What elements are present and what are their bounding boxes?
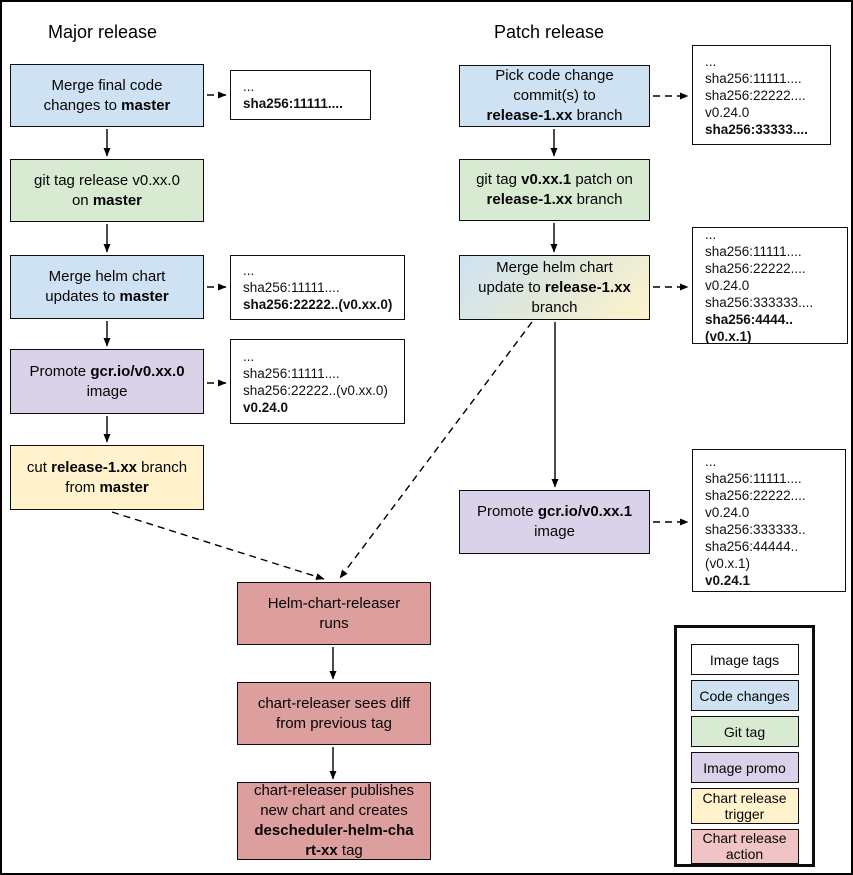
- image-tags-note-a2: ...sha256:11111....sha256:22222..(v0.xx.…: [230, 255, 405, 320]
- legend-item-git-tag: Git tag: [690, 716, 799, 747]
- note-lines: ...sha256:11111....sha256:22222....v0.24…: [705, 227, 814, 344]
- image-tags-note-a1: ...sha256:11111....: [230, 70, 371, 120]
- legend-item-chart-release-trigger: Chart release trigger: [690, 788, 799, 824]
- arrow-cut_release_branch-to-releaser_runs: [111, 511, 325, 580]
- patch-release-title: Patch release: [494, 22, 605, 42]
- note-lines: ...sha256:11111....sha256:22222....v0.24…: [705, 53, 808, 137]
- legend: Image tags Code changes Git tag Image pr…: [674, 625, 815, 867]
- legend-item-code-changes: Code changes: [690, 680, 799, 711]
- legend-item-image-tags: Image tags: [690, 644, 799, 675]
- image-tags-note-b3: ...sha256:11111....sha256:22222....v0.24…: [692, 449, 846, 592]
- legend-item-chart-release-action: Chart release action: [690, 828, 799, 864]
- note-lines: ...sha256:11111....sha256:22222..(v0.xx.…: [243, 263, 393, 312]
- legend-item-image-promo: Image promo: [690, 752, 799, 783]
- note-lines: ...sha256:11111....: [243, 79, 343, 111]
- major-release-title: Major release: [48, 22, 158, 42]
- image-tags-note-b2: ...sha256:11111....sha256:22222....v0.24…: [692, 227, 848, 344]
- image-tags-note-a3: ...sha256:11111....sha256:22222..(v0.xx.…: [230, 339, 405, 424]
- image-tags-note-b1: ...sha256:11111....sha256:22222....v0.24…: [692, 45, 831, 145]
- note-lines: ...sha256:11111....sha256:22222..(v0.xx.…: [243, 348, 388, 415]
- note-lines: ...sha256:11111....sha256:22222....v0.24…: [705, 453, 806, 588]
